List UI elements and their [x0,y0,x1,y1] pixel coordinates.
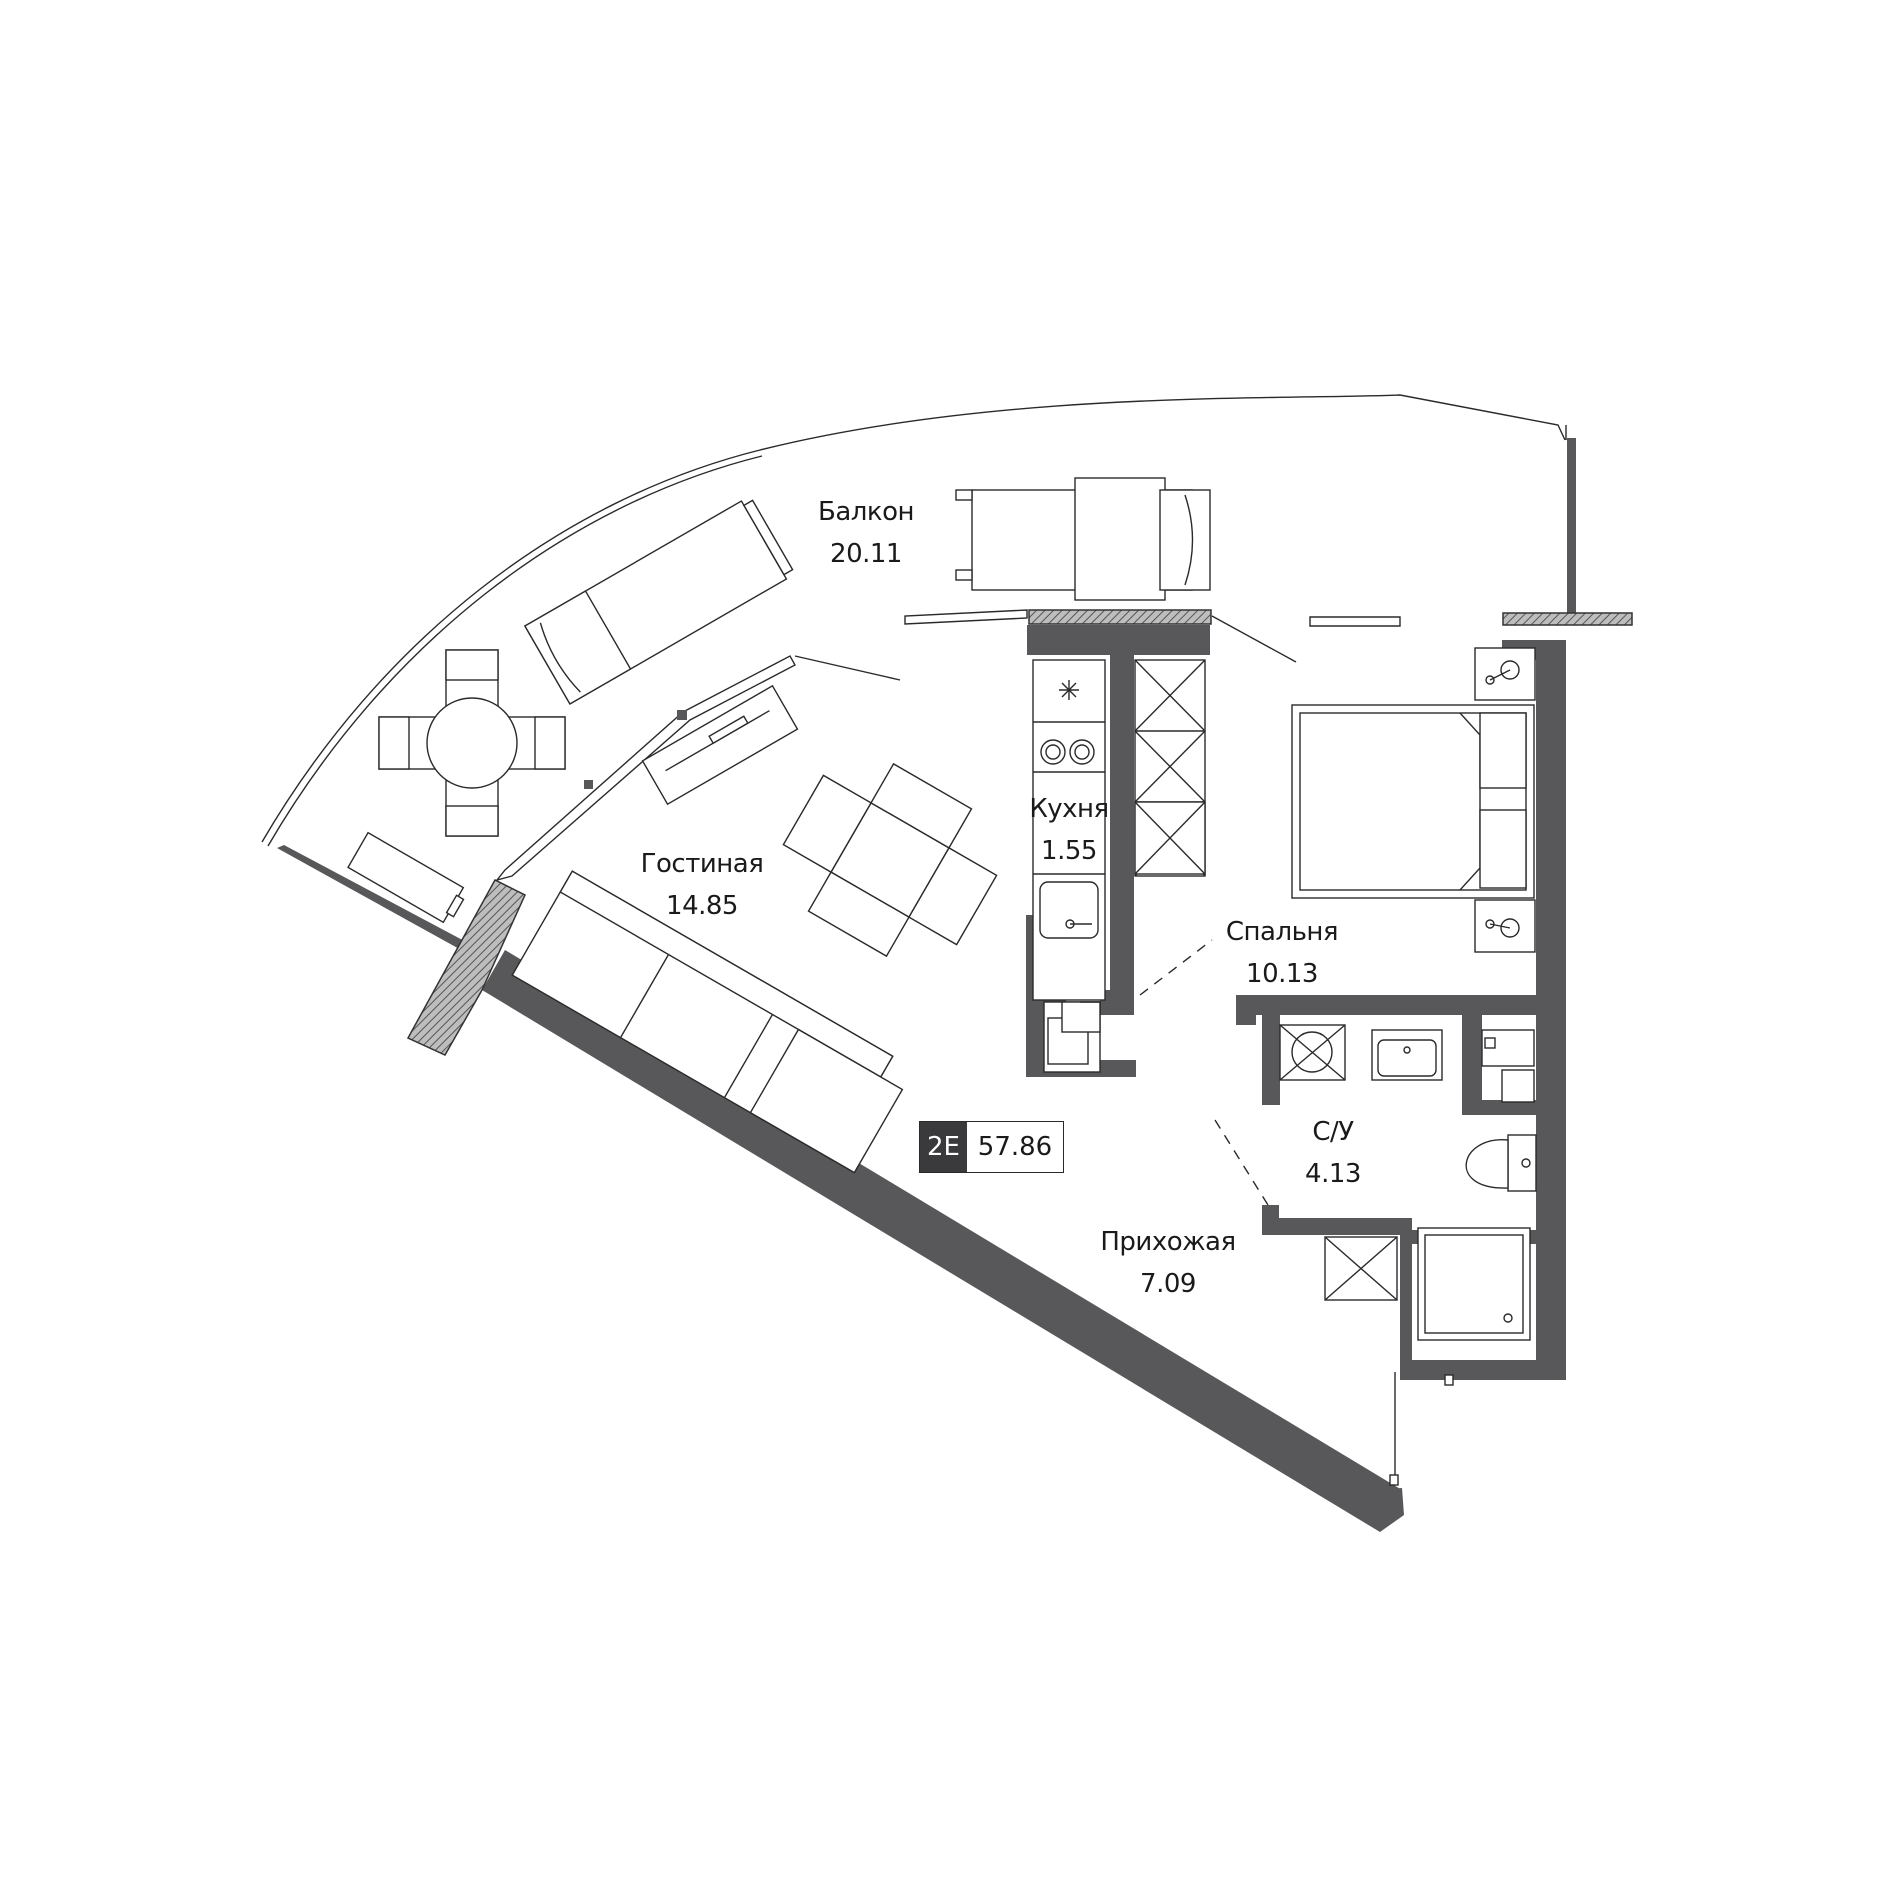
kitchen-sink-icon [1039,881,1099,939]
kitchen-name: Кухня [1029,794,1108,824]
balcony-area: 20.11 [830,539,902,569]
room-labels: Балкон 20.11 Гостиная 14.85 Кухня 1.55 С… [641,497,1362,1299]
hall-closet [1324,1236,1398,1301]
bedroom-name: Спальня [1226,917,1338,947]
fridge-snowflake-icon [1059,680,1079,700]
hatched-column [406,609,1633,1056]
washer-icon [1279,1024,1346,1081]
nightstand-bottom [1474,899,1536,953]
windows [495,609,1401,882]
bath-sink-icon [1371,1029,1443,1081]
balcony-outline [261,394,1567,847]
balcony-furniture [347,477,1211,924]
door-swings [1139,939,1396,1485]
toilet-icon [1465,1134,1537,1192]
apartment-type: 2Е [920,1122,967,1172]
living-name: Гостиная [641,849,764,879]
apartment-badge: 2Е 57.86 [919,1121,1064,1173]
apartment-total-area: 57.86 [967,1122,1063,1172]
kitchen-furniture [1032,659,1206,1001]
living-furniture [511,684,998,1174]
bathroom-area: 4.13 [1305,1159,1361,1189]
bathroom-fixtures [1279,1024,1537,1486]
round-table-set [378,649,566,837]
bedroom-area: 10.13 [1246,959,1318,989]
sun-lounger-right [955,477,1211,601]
balcony-name: Балкон [818,497,914,527]
bedroom-furniture [1291,647,1536,953]
living-area: 14.85 [666,891,738,921]
shaft-box [1481,1029,1535,1103]
dining-set [782,762,998,958]
cooktop-icon [1040,739,1095,765]
exterior-walls [277,438,1576,1532]
balcony-bench [347,831,465,924]
tv-stand [641,684,799,806]
bathroom-name: С/У [1312,1117,1354,1147]
sun-lounger-left [523,499,794,705]
kitchen-area: 1.55 [1041,836,1097,866]
sofa [511,870,904,1174]
hallway-name: Прихожая [1100,1227,1235,1257]
utility-closet [1043,1001,1101,1073]
hallway-area: 7.09 [1140,1269,1196,1299]
nightstand-top [1474,647,1536,701]
shower-tray-icon [1417,1227,1531,1341]
